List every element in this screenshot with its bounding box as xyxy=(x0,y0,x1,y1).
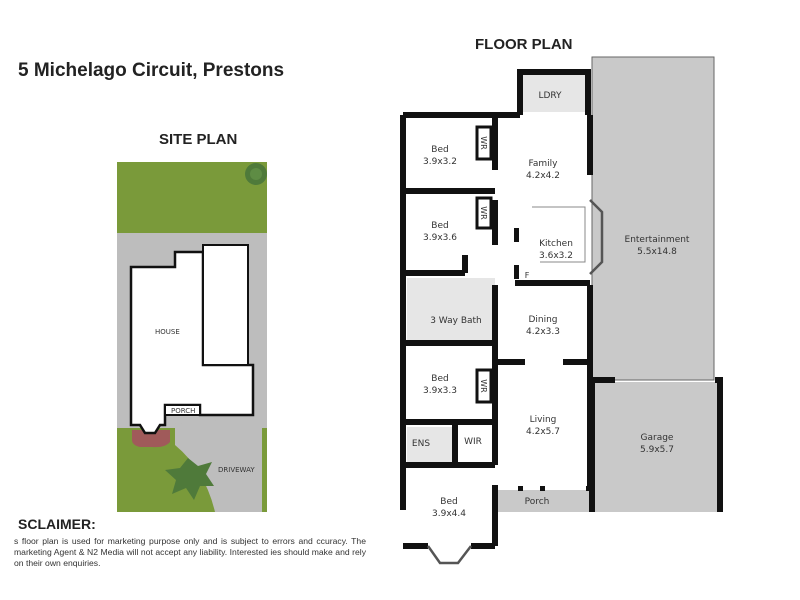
walls xyxy=(400,69,723,549)
room-bed-3-size: 3.9x3.3 xyxy=(423,386,457,396)
property-address: 5 Michelago Circuit, Prestons xyxy=(18,60,285,81)
room-entertainment: Entertainment xyxy=(625,235,690,245)
room-bed-3: Bed xyxy=(431,374,448,384)
room-ldry: LDRY xyxy=(538,91,562,101)
room-bed-4: Bed xyxy=(440,497,457,507)
room-kitchen-size: 3.6x3.2 xyxy=(539,251,573,261)
room-dining-size: 4.2x3.3 xyxy=(526,327,560,337)
garage-area xyxy=(592,382,720,512)
room-entertainment-size: 5.5x14.8 xyxy=(637,247,677,257)
wr-label-1: WR xyxy=(479,136,488,150)
room-bed-2-size: 3.9x3.6 xyxy=(423,233,457,243)
ensuite-floor xyxy=(407,427,455,465)
backyard-grass xyxy=(117,162,267,233)
site-plan-title: SITE PLAN xyxy=(159,131,238,148)
room-living-size: 4.2x5.7 xyxy=(526,427,560,437)
room-family-size: 4.2x4.2 xyxy=(526,171,560,181)
driveway-label: DRIVEWAY xyxy=(218,466,255,474)
porch-label: PORCH xyxy=(171,407,195,415)
garden-bed xyxy=(132,430,170,448)
room-kitchen: Kitchen xyxy=(539,239,573,249)
room-living: Living xyxy=(530,415,557,425)
fridge-label: F xyxy=(525,271,530,280)
room-ens: ENS xyxy=(412,439,430,449)
wr-label-3: WR xyxy=(479,379,488,393)
room-bed-1: Bed xyxy=(431,145,448,155)
driveway xyxy=(175,417,262,512)
room-bed-4-size: 3.9x4.4 xyxy=(432,509,466,519)
entertainment-area xyxy=(591,56,715,381)
room-bath: 3 Way Bath xyxy=(430,316,482,326)
tree-icon xyxy=(165,458,214,500)
porch-area xyxy=(497,490,589,512)
room-bed-1-size: 3.9x3.2 xyxy=(423,157,457,167)
room-porch: Porch xyxy=(525,497,550,507)
house-label: HOUSE xyxy=(155,328,180,336)
room-dining: Dining xyxy=(528,315,557,325)
house-annex xyxy=(202,244,249,366)
wr-label-2: WR xyxy=(479,206,488,220)
room-bed-2: Bed xyxy=(431,221,448,231)
disclaimer-text: s floor plan is used for marketing purpo… xyxy=(14,536,366,568)
floor-plan-title: FLOOR PLAN xyxy=(475,36,573,53)
room-wir: WIR xyxy=(464,437,482,447)
bath-floor xyxy=(407,278,495,341)
laundry-floor xyxy=(520,72,585,112)
room-garage: Garage xyxy=(641,433,674,443)
room-family: Family xyxy=(529,159,559,169)
room-garage-size: 5.9x5.7 xyxy=(640,445,674,455)
disclaimer-title: SCLAIMER: xyxy=(18,516,96,532)
